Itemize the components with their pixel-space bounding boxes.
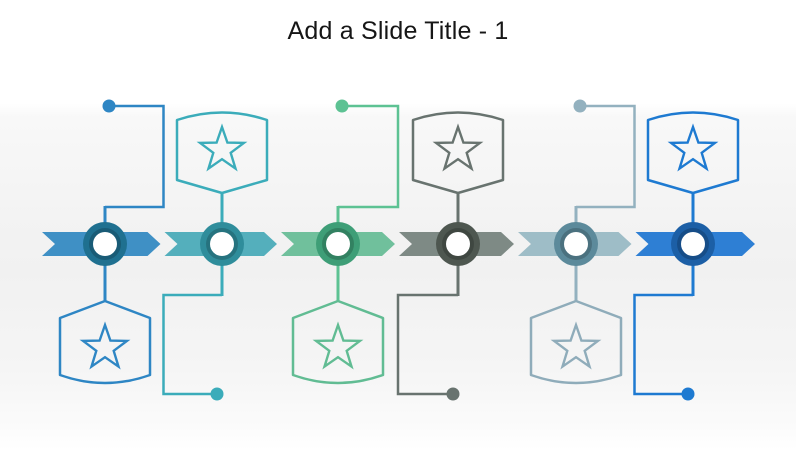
star-icon: [312, 321, 364, 370]
timeline-item: [162, 111, 277, 401]
slide-title: Add a Slide Title - 1: [287, 17, 509, 45]
connector-line: [338, 104, 400, 209]
timeline-item: [633, 111, 755, 401]
star-icon: [550, 321, 602, 370]
badge-shape: [646, 111, 740, 195]
connector-dot: [210, 387, 224, 401]
connector-dot: [102, 99, 116, 113]
connector-line: [396, 293, 458, 396]
star-icon: [432, 123, 484, 172]
connector-dot: [446, 387, 460, 401]
timeline-item: [42, 99, 165, 385]
badge-shape: [411, 111, 505, 195]
connector-line: [105, 104, 165, 209]
milestone-circle-core: [210, 232, 234, 256]
badge-shape: [175, 111, 269, 195]
connector-dot: [681, 387, 695, 401]
connector-line: [162, 293, 222, 396]
milestone-circle-core: [326, 232, 350, 256]
timeline-item: [518, 99, 636, 385]
star-icon: [667, 123, 719, 172]
connector-line: [633, 293, 693, 396]
milestone-circle-core: [564, 232, 588, 256]
star-icon: [196, 123, 248, 172]
milestone-circle-core: [681, 232, 705, 256]
badge-shape: [529, 299, 623, 385]
timeline-item: [281, 99, 400, 385]
timeline-item: [396, 111, 514, 401]
connector-dot: [335, 99, 349, 113]
connector-dot: [573, 99, 587, 113]
milestone-circle-core: [446, 232, 470, 256]
badge-shape: [58, 299, 152, 385]
milestone-circle-core: [93, 232, 117, 256]
star-icon: [79, 321, 131, 370]
badge-shape: [291, 299, 385, 385]
connector-line: [576, 104, 636, 209]
